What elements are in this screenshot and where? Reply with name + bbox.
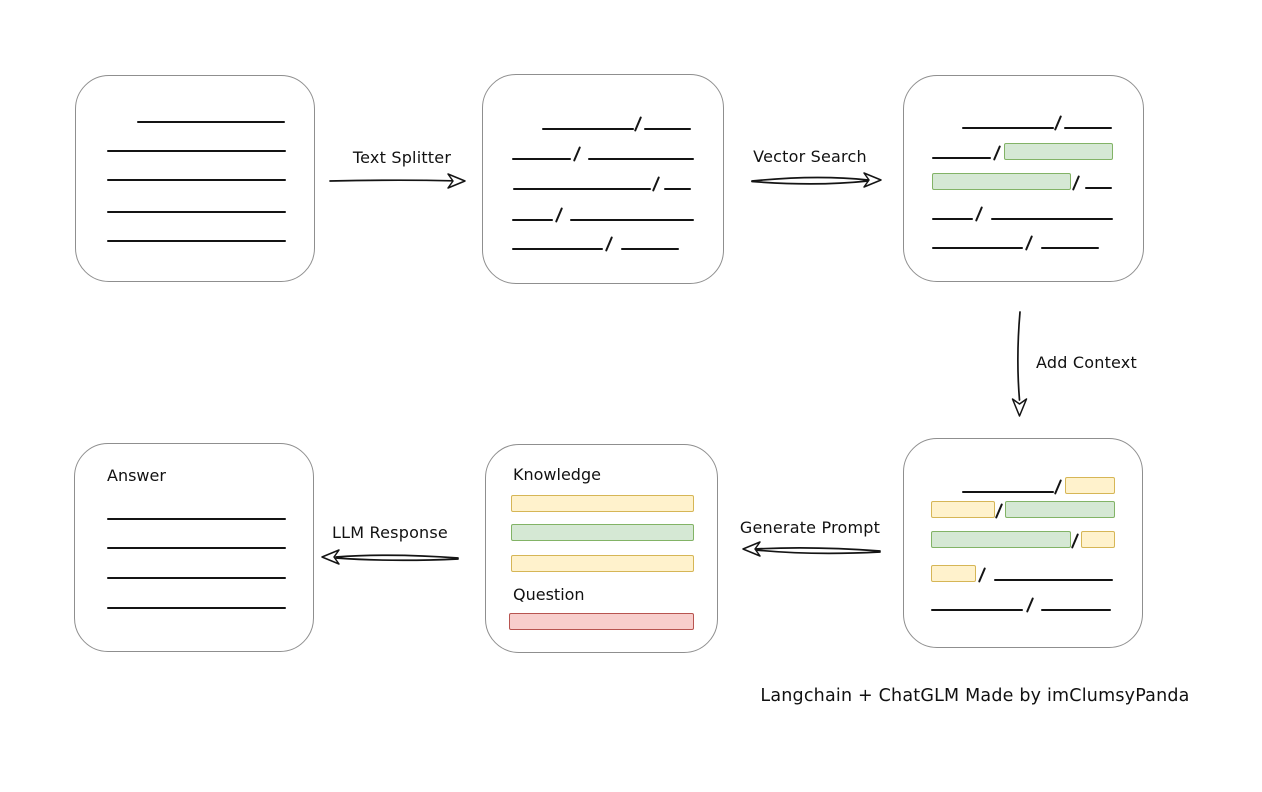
text-line	[137, 121, 285, 123]
text-line	[107, 577, 286, 579]
slash-separator	[554, 207, 564, 223]
generate-prompt-label: Generate Prompt	[739, 518, 881, 537]
text-line	[664, 188, 691, 190]
slash-separator	[977, 567, 987, 583]
text-line	[1041, 247, 1099, 249]
split-chunks-box	[482, 74, 724, 284]
context-chunks-box	[903, 438, 1143, 648]
text-splitter-label: Text Splitter	[352, 148, 452, 167]
knowledge-green-bar	[511, 524, 694, 541]
text-line	[107, 150, 286, 152]
generate-prompt-arrow	[742, 541, 881, 557]
text-line	[107, 607, 286, 609]
text-line	[1064, 127, 1112, 129]
diagram-caption: Langchain + ChatGLM Made by imClumsyPand…	[760, 686, 1190, 706]
highlight-green-chip	[1004, 143, 1113, 160]
knowledge-label: Knowledge	[513, 465, 601, 484]
highlight-green-chip	[931, 531, 1071, 548]
text-line	[932, 157, 991, 159]
text-line	[1041, 609, 1111, 611]
prompt-box: Knowledge Question	[485, 444, 718, 653]
question-red-bar	[509, 613, 694, 630]
text-line	[107, 518, 286, 520]
text-line	[962, 127, 1054, 129]
text-line	[931, 609, 1023, 611]
answer-box: Answer	[74, 443, 314, 652]
text-line	[962, 491, 1054, 493]
text-line	[542, 128, 634, 130]
slash-separator	[1053, 115, 1063, 131]
text-line	[621, 248, 679, 250]
text-line	[570, 219, 694, 221]
text-line	[991, 218, 1113, 220]
slash-separator	[994, 503, 1004, 519]
text-line	[588, 158, 694, 160]
slash-separator	[1025, 597, 1035, 613]
llm-response-label: LLM Response	[332, 523, 448, 542]
knowledge-yellow-bar	[511, 555, 694, 572]
text-line	[512, 219, 553, 221]
highlight-green-chip	[932, 173, 1071, 190]
text-line	[512, 248, 603, 250]
vector-results-box	[903, 75, 1144, 282]
llm-response-arrow	[321, 549, 459, 565]
text-line	[107, 211, 286, 213]
text-line	[513, 188, 651, 190]
add-context-arrow	[1011, 311, 1028, 417]
slash-separator	[633, 116, 643, 132]
text-line	[932, 247, 1023, 249]
highlight-yellow-chip	[931, 565, 976, 582]
slash-separator	[992, 145, 1002, 161]
highlight-green-chip	[1005, 501, 1115, 518]
highlight-yellow-chip	[1081, 531, 1115, 548]
text-line	[107, 240, 286, 242]
text-line	[107, 179, 286, 181]
text-line	[932, 218, 973, 220]
vector-search-label: Vector Search	[753, 147, 867, 166]
text-line	[107, 547, 286, 549]
answer-label: Answer	[107, 466, 166, 485]
vector-search-arrow	[751, 172, 882, 188]
slash-separator	[604, 236, 614, 252]
slash-separator	[1071, 175, 1081, 191]
slash-separator	[572, 146, 582, 162]
highlight-yellow-chip	[1065, 477, 1115, 494]
text-splitter-arrow	[329, 173, 466, 189]
text-line	[512, 158, 571, 160]
text-line	[994, 579, 1113, 581]
slash-separator	[651, 176, 661, 192]
question-label: Question	[513, 585, 585, 604]
slash-separator	[1053, 479, 1063, 495]
slash-separator	[1070, 533, 1080, 549]
add-context-label: Add Context	[1036, 353, 1137, 372]
highlight-yellow-chip	[931, 501, 995, 518]
knowledge-yellow-bar	[511, 495, 694, 512]
slash-separator	[974, 206, 984, 222]
text-line	[1085, 187, 1112, 189]
slash-separator	[1024, 235, 1034, 251]
source-document-box	[75, 75, 315, 282]
text-line	[644, 128, 691, 130]
